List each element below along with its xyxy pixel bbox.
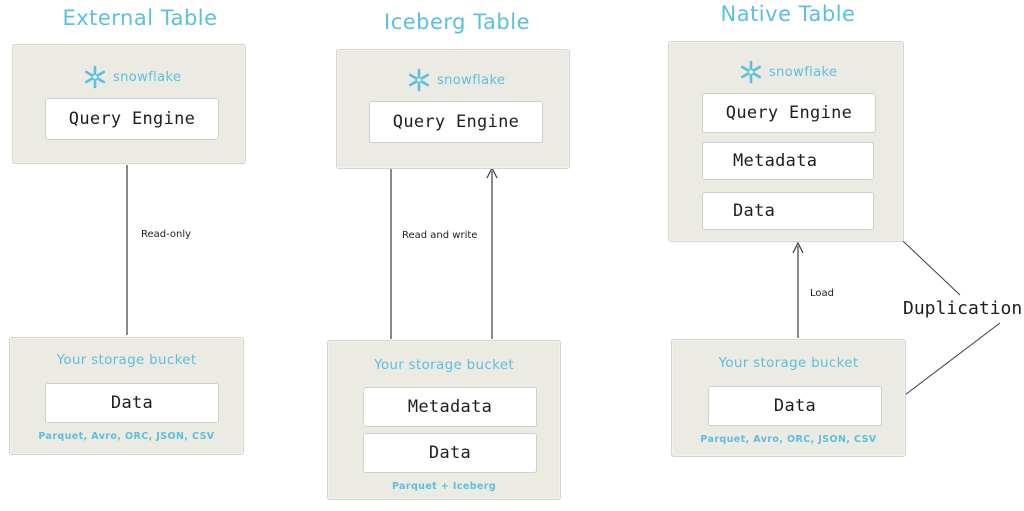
duplication-line-bottom [892,322,1001,405]
iceberg-snowflake-panel: snowflake Query Engine [336,49,570,169]
native-data-box: Data [702,192,874,230]
native-logo: snowflake [739,60,837,84]
iceberg-logo: snowflake [407,68,505,92]
external-data-box: Data [45,383,219,423]
native-table-title: Native Table [720,2,856,26]
external-edge-label: Read-only [139,229,194,240]
native-load-arrowhead [792,241,804,254]
external-logo: snowflake [83,65,181,89]
iceberg-metadata-box: Metadata [363,387,537,427]
native-snowflake-panel: snowflake Query Engine Metadata Data [668,41,904,242]
duplication-label: Duplication [903,298,1023,319]
native-bucket-panel: Your storage bucket Data Parquet, Avro, … [671,339,906,457]
native-formats: Parquet, Avro, ORC, JSON, CSV [700,434,877,445]
iceberg-edge-label: Read and write [400,230,480,241]
native-bucket-title: Your storage bucket [718,355,859,371]
snowflake-icon [741,60,761,84]
external-bucket-title: Your storage bucket [56,352,197,368]
external-brand-name: snowflake [113,69,182,85]
iceberg-bucket-panel: Your storage bucket Metadata Data Parque… [327,340,561,500]
native-query-engine: Query Engine [702,93,876,133]
native-brand-name: snowflake [769,64,838,80]
iceberg-data-box: Data [363,433,537,473]
native-bucket-data-box: Data [708,386,882,426]
iceberg-brand-name: snowflake [437,72,506,88]
native-metadata-box: Metadata [702,142,874,180]
external-snowflake-panel: snowflake Query Engine [12,44,246,164]
native-edge-label: Load [808,288,836,299]
external-bucket-panel: Your storage bucket Data Parquet, Avro, … [9,337,244,455]
snowflake-icon [409,68,429,92]
iceberg-query-engine: Query Engine [369,101,543,143]
external-query-engine: Query Engine [45,98,219,140]
iceberg-table-title: Iceberg Table [384,10,530,34]
iceberg-formats: Parquet + Iceberg [391,481,497,492]
snowflake-icon [85,65,105,89]
external-formats: Parquet, Avro, ORC, JSON, CSV [38,431,215,442]
external-table-title: External Table [62,6,218,30]
iceberg-bucket-title: Your storage bucket [374,357,514,373]
